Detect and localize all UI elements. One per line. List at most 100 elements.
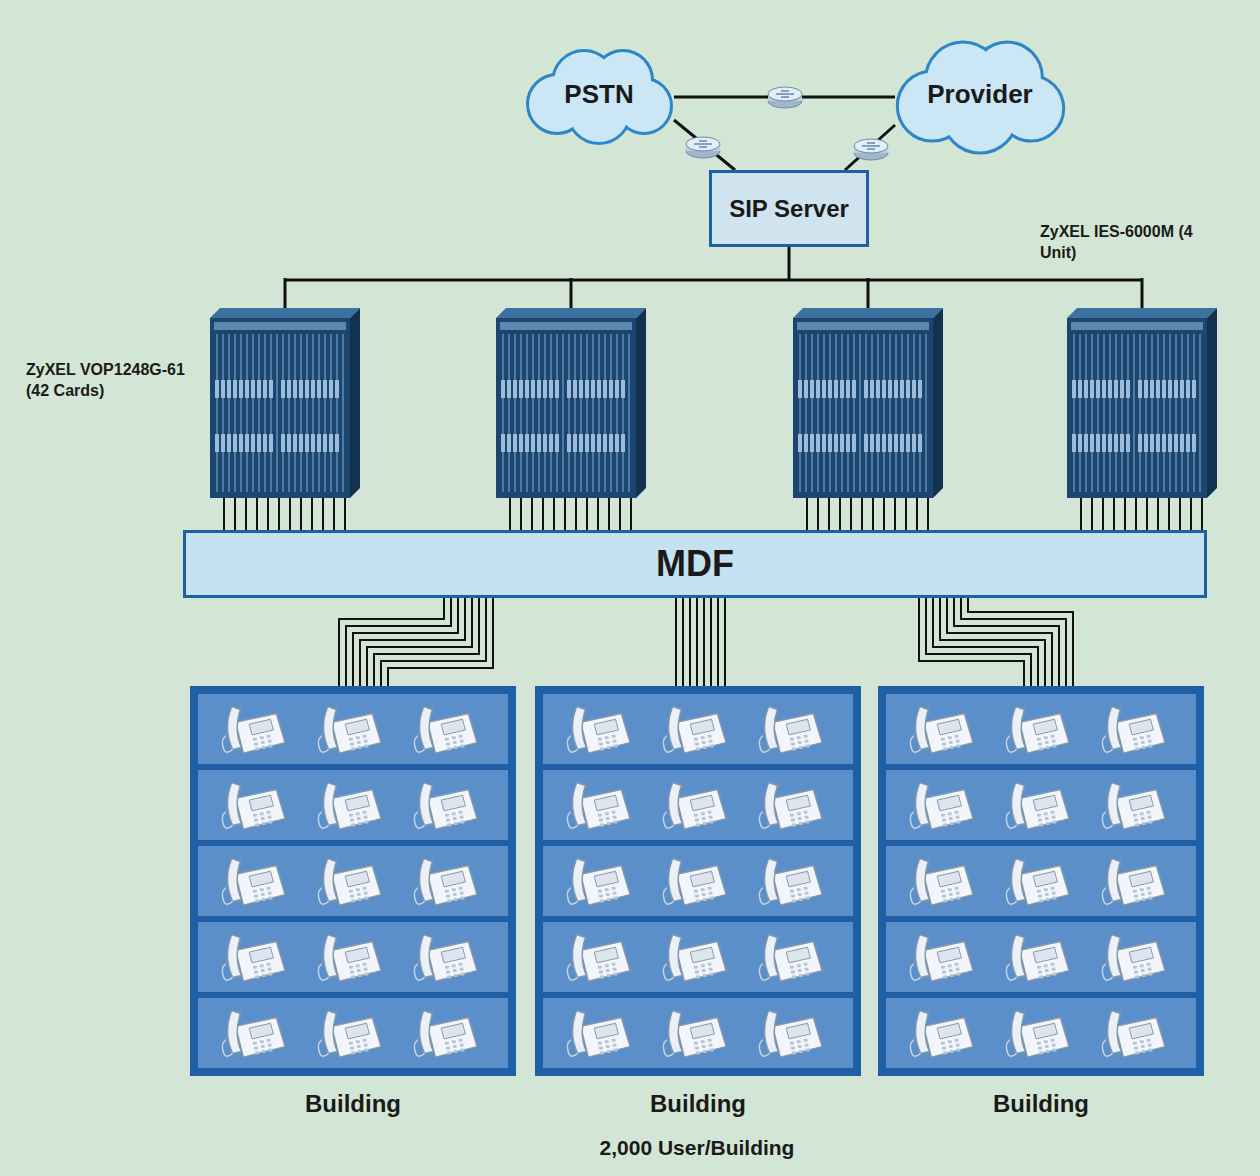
line-wire <box>861 498 863 531</box>
card-slot <box>324 334 326 492</box>
line-wire <box>300 498 302 531</box>
floor-band <box>198 846 508 916</box>
provider-cloud: Provider <box>895 34 1065 154</box>
building-block: Building <box>190 686 516 1118</box>
card-slot <box>264 334 266 492</box>
card-port <box>233 434 237 452</box>
card-port <box>918 434 922 452</box>
card-port <box>567 434 571 452</box>
card-port <box>603 434 607 452</box>
card-port <box>507 434 511 452</box>
card-slot <box>294 334 296 492</box>
card-slot <box>907 334 909 492</box>
card-slot <box>306 334 308 492</box>
phone-icon <box>1102 859 1165 906</box>
card-slot <box>1187 334 1189 492</box>
card-slot <box>1157 334 1159 492</box>
bus-line <box>570 278 573 312</box>
card-port <box>245 434 249 452</box>
wire-strand <box>346 598 451 686</box>
line-wire <box>839 498 841 531</box>
line-wire <box>1102 498 1104 531</box>
card-port <box>1180 434 1184 452</box>
phone-icon <box>222 783 285 830</box>
phone-icon <box>1102 783 1165 830</box>
card-slot <box>228 334 230 492</box>
line-wire <box>619 498 621 531</box>
card-port <box>1096 434 1100 452</box>
card-port <box>894 434 898 452</box>
card-port <box>1144 434 1148 452</box>
phone-icon <box>567 707 630 754</box>
card-slot <box>1097 334 1099 492</box>
card-port <box>609 434 613 452</box>
phone-icon <box>222 707 285 754</box>
phone-icon <box>1006 859 1069 906</box>
line-wire <box>223 498 225 531</box>
card-slot <box>514 334 516 492</box>
card-slot <box>889 334 891 492</box>
card-port <box>317 380 321 398</box>
building-frame <box>535 686 861 1076</box>
line-wire <box>1113 498 1115 531</box>
card-slot <box>532 334 534 492</box>
card-slot <box>811 334 813 492</box>
wire-strand <box>724 598 726 686</box>
card-port <box>810 380 814 398</box>
card-port <box>257 434 261 452</box>
card-port <box>906 434 910 452</box>
card-slot <box>925 334 927 492</box>
card-port <box>1120 434 1124 452</box>
chassis-top <box>210 308 360 318</box>
card-port <box>305 380 309 398</box>
card-port <box>882 434 886 452</box>
card-port <box>329 434 333 452</box>
card-port <box>918 380 922 398</box>
card-port <box>906 380 910 398</box>
card-port <box>311 434 315 452</box>
bus-line <box>867 278 870 312</box>
card-port <box>585 434 589 452</box>
card-port <box>828 380 832 398</box>
floor-band <box>886 922 1196 992</box>
card-slot <box>622 334 624 492</box>
chassis-strip <box>1071 322 1203 330</box>
card-port <box>1156 434 1160 452</box>
card-slot <box>1103 334 1105 492</box>
card-port <box>227 380 231 398</box>
line-wire <box>1080 498 1082 531</box>
card-slot <box>592 334 594 492</box>
card-port <box>299 380 303 398</box>
card-slot <box>1181 334 1183 492</box>
line-wire <box>1179 498 1181 531</box>
line-wire <box>597 498 599 531</box>
card-port <box>293 434 297 452</box>
router-icon <box>854 139 888 160</box>
card-slot <box>1139 334 1141 492</box>
card-slot <box>240 334 242 492</box>
card-port <box>269 380 273 398</box>
wire-strand <box>675 598 677 686</box>
floor-band <box>198 922 508 992</box>
wire-strand <box>968 598 1073 686</box>
bus-line <box>285 279 1142 282</box>
card-port <box>597 380 601 398</box>
card-slot <box>282 334 284 492</box>
card-port <box>798 380 802 398</box>
card-port <box>864 434 868 452</box>
floor-band <box>198 770 508 840</box>
floor-band <box>886 770 1196 840</box>
card-port <box>870 380 874 398</box>
card-slot <box>1133 334 1135 492</box>
card-port <box>227 434 231 452</box>
card-port <box>507 380 511 398</box>
card-port <box>1162 380 1166 398</box>
chassis-front <box>793 318 933 498</box>
card-port <box>525 380 529 398</box>
card-port <box>1144 380 1148 398</box>
card-port <box>287 434 291 452</box>
card-slot <box>586 334 588 492</box>
phone-icon <box>910 935 973 982</box>
floor-band <box>543 770 853 840</box>
